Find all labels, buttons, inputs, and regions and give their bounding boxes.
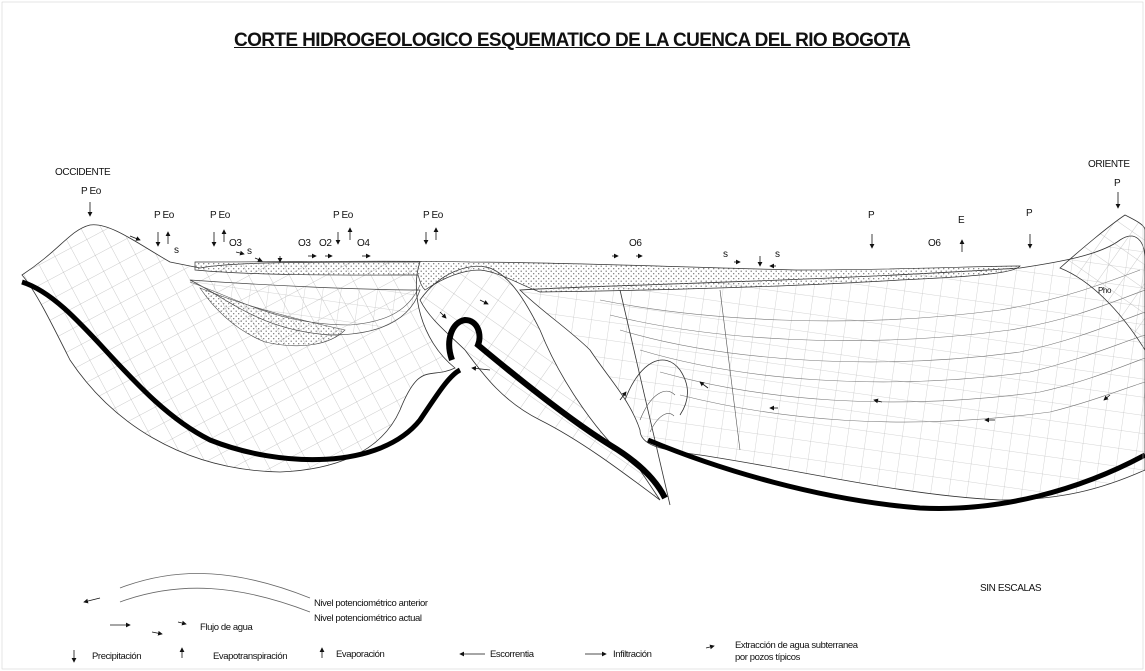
- marker-p-eo-5: P Eo: [423, 210, 443, 221]
- marker-p-1: P: [868, 210, 875, 221]
- small-anticline: [624, 359, 688, 416]
- legend-nivel-actual: Nivel potenciométrico actual: [314, 613, 422, 624]
- marker-p-eo-1: P Eo: [81, 186, 101, 197]
- marker-o4: O4: [357, 238, 370, 249]
- fault-line-2: [719, 289, 741, 451]
- marker-s-2: s: [247, 246, 252, 257]
- western-block: [21, 224, 456, 473]
- surface-arrows: [87, 192, 1121, 269]
- legend-nivel-anterior: Nivel potenciométrico anterior: [314, 598, 428, 609]
- marker-o3-1: O3: [229, 238, 242, 249]
- marker-p-eo-2: P Eo: [154, 210, 174, 221]
- fault-line-1: [619, 289, 671, 506]
- marker-o2: O2: [319, 238, 332, 249]
- marker-p-eo-3: P Eo: [210, 210, 230, 221]
- eastern-hill: [1059, 214, 1145, 351]
- label-oriente: ORIENTE: [1088, 159, 1130, 170]
- legend-evaporacion: Evaporación: [336, 649, 385, 660]
- diagram-title: CORTE HIDROGEOLOGICO ESQUEMATICO DE LA C…: [234, 30, 911, 51]
- western-dotted-lens: [199, 287, 346, 347]
- marker-s-3: s: [723, 249, 728, 260]
- marker-p-eo-4: P Eo: [333, 210, 353, 221]
- flow-arrows: [439, 299, 1111, 423]
- label-pho: Pho: [1098, 286, 1112, 295]
- marker-o6-1: O6: [629, 238, 642, 249]
- legend-escorrentia: Escorrentia: [490, 649, 534, 660]
- legend-precipitacion: Precipitación: [92, 651, 142, 662]
- legend-flujo-agua: Flujo de agua: [200, 622, 253, 633]
- marker-e: E: [958, 215, 965, 226]
- legend-extraccion-line2: por pozos típicos: [735, 652, 801, 663]
- marker-p-3: P: [1114, 178, 1121, 189]
- surface-aquifer-band: [194, 260, 1021, 293]
- marker-o6-2: O6: [928, 238, 941, 249]
- marker-s-4: s: [775, 249, 780, 260]
- basement-line-west: [21, 279, 462, 463]
- eastern-layer-lines: [599, 269, 1145, 423]
- legend-evapotranspiracion: Evapotranspiración: [213, 651, 288, 662]
- western-layer-line: [189, 281, 421, 326]
- legend-extraccion-line1: Extracción de agua subterranea: [735, 640, 858, 651]
- marker-s-1: s: [174, 245, 179, 256]
- basement-line-center: [446, 316, 668, 500]
- basement-line-east: [647, 437, 1145, 511]
- marker-p-2: P: [1026, 208, 1033, 219]
- marker-o3-2: O3: [298, 238, 311, 249]
- legend-infiltracion: Infiltración: [613, 649, 652, 660]
- label-occidente: OCCIDENTE: [55, 167, 111, 178]
- label-sin-escalas: SIN ESCALAS: [980, 583, 1042, 594]
- legend-graphics: [71, 573, 715, 663]
